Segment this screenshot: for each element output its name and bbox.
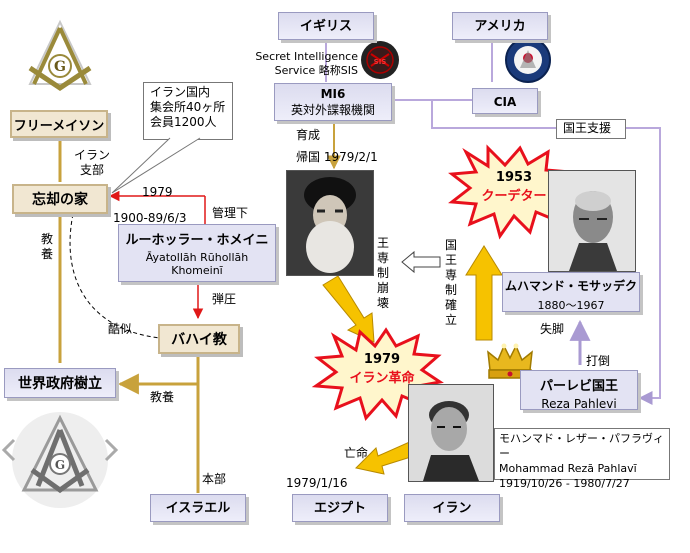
khomeini-photo	[286, 170, 374, 276]
pahlavi-portrait	[409, 385, 493, 481]
coup-label: クーデター	[481, 189, 547, 204]
coup-year: 1953	[495, 170, 533, 185]
shikkyaku-label: 失脚	[540, 322, 565, 336]
mosaddegh-portrait	[549, 171, 635, 271]
khomeini-jp: ルーホッラー・ホメイニ	[125, 233, 269, 248]
callout-line3: 会員1200人	[150, 115, 217, 129]
callout-line1: イラン国内	[150, 85, 211, 99]
mi6-line2: 英対外諜報機関	[290, 103, 375, 117]
uk-box[interactable]: イギリス	[278, 12, 374, 40]
khomeini-en1: Āyatollāh Rūhollāh	[145, 251, 249, 264]
datou-label: 打倒	[586, 354, 611, 368]
establish-text: 国王専制確立	[444, 238, 457, 327]
bahai-label: バハイ教	[171, 332, 227, 348]
svg-text:SIS: SIS	[374, 58, 387, 66]
arrow-establish	[465, 245, 503, 341]
coup-text: 1953 クーデター	[466, 170, 562, 204]
masonic-logo: G	[28, 19, 92, 92]
iran-label: イラン	[432, 501, 472, 516]
egypt-label: エジプト	[313, 501, 366, 516]
kokuji-label: 酷似	[108, 322, 133, 336]
svg-text:G: G	[55, 458, 65, 472]
kokuou-shien-box: 国王支援	[556, 119, 626, 139]
ikusei-label: 育成	[296, 128, 321, 142]
kokuou-shien-label: 国王支援	[563, 121, 612, 135]
iran-stats-callout: イラン国内 集会所40ヶ所 会員1200人	[143, 82, 233, 140]
pahlavi-photo	[408, 384, 494, 482]
kanrika-label: 管理下	[212, 206, 249, 220]
freemason-box[interactable]: フリーメイソン	[10, 110, 108, 138]
worldgov-label: 世界政府樹立	[18, 376, 102, 392]
cia-seal	[505, 37, 551, 83]
mi6-line1: MI6	[320, 87, 346, 101]
usa-box[interactable]: アメリカ	[452, 12, 548, 40]
svg-text:G: G	[54, 59, 66, 75]
pahlavi-info-line3: 1919/10/26 - 1980/7/27	[499, 477, 630, 490]
pahlavi-info: モハンマド・レザー・パフラヴィー Mohammad Rezā Pahlavī 1…	[494, 428, 670, 490]
burst-coup	[448, 144, 578, 240]
mosaddegh-photo	[548, 170, 636, 272]
revolution-text: 1979 イラン革命	[334, 352, 430, 386]
boukyaku-box[interactable]: 忘却の家	[12, 184, 108, 214]
callout-pointer	[111, 137, 201, 194]
kyouyou-left: 教養	[40, 232, 53, 261]
pahlavi-box[interactable]: パーレビ国王 Reza Pahlevi	[520, 370, 638, 411]
cia-box[interactable]: CIA	[472, 88, 538, 114]
honbu-label: 本部	[202, 472, 227, 486]
pahlavi-en: Reza Pahlevi	[541, 397, 617, 411]
mosaddegh-years: 1880～1967	[537, 299, 605, 312]
israel-box[interactable]: イスラエル	[150, 494, 246, 522]
revolution-year: 1979	[363, 352, 401, 367]
iran-branch-line2: 支部	[80, 163, 105, 177]
usa-label: アメリカ	[474, 19, 526, 34]
khomeini-portrait	[287, 171, 373, 275]
egypt-box[interactable]: エジプト	[292, 494, 388, 522]
exile-date: 1979/1/16	[286, 476, 348, 490]
worldgov-box[interactable]: 世界政府樹立	[4, 368, 116, 398]
sis-line2: Service 略称SIS	[274, 64, 358, 77]
israel-label: イスラエル	[165, 501, 231, 516]
khomeini-en2: Khomeinī	[171, 264, 223, 277]
masonic-emblem: G	[1, 412, 119, 508]
kikoku-label: 帰国 1979/2/1	[296, 150, 378, 164]
freemason-label: フリーメイソン	[13, 118, 105, 134]
boumei-label: 亡命	[344, 446, 369, 460]
arrow-collapse	[322, 275, 375, 343]
sis-line1: Secret Intelligence	[255, 50, 358, 63]
mosaddegh-box[interactable]: ムハマンド・モサッデク 1880～1967	[502, 272, 640, 312]
iran-box[interactable]: イラン	[404, 494, 500, 522]
mosaddegh-jp: ムハマンド・モサッデク	[504, 279, 637, 293]
revolution-label: イラン革命	[349, 371, 415, 386]
kyouyou-mid: 教養	[150, 390, 175, 404]
sis-text: Secret Intelligence Service 略称SIS	[238, 50, 358, 78]
dashed-similarity	[69, 213, 161, 339]
callout-line2: 集会所40ヶ所	[150, 100, 226, 114]
khomeini-dates: 1900-89/6/3	[113, 211, 187, 225]
sis-logo: SIS	[361, 41, 399, 79]
pahlavi-info-line2: Mohammad Rezā Pahlavī	[499, 462, 637, 475]
cia-label: CIA	[493, 95, 517, 109]
pahlavi-jp: パーレビ国王	[539, 379, 618, 394]
collapse-text: 王専制崩壊	[376, 236, 389, 310]
date-1979-label: 1979	[142, 185, 173, 199]
bahai-box[interactable]: バハイ教	[158, 324, 240, 354]
pahlavi-info-line1: モハンマド・レザー・パフラヴィー	[499, 432, 664, 460]
khomeini-box[interactable]: ルーホッラー・ホメイニ Āyatollāh Rūhollāh Khomeinī	[118, 224, 276, 282]
uk-label: イギリス	[299, 19, 352, 34]
iran-branch-line1: イラン	[74, 148, 111, 162]
mi6-box[interactable]: MI6 英対外諜報機関	[274, 83, 392, 121]
hollow-arrow	[401, 250, 441, 274]
line-support-king	[431, 100, 661, 405]
boukyaku-label: 忘却の家	[32, 192, 88, 208]
danatsu-label: 弾圧	[212, 292, 237, 306]
